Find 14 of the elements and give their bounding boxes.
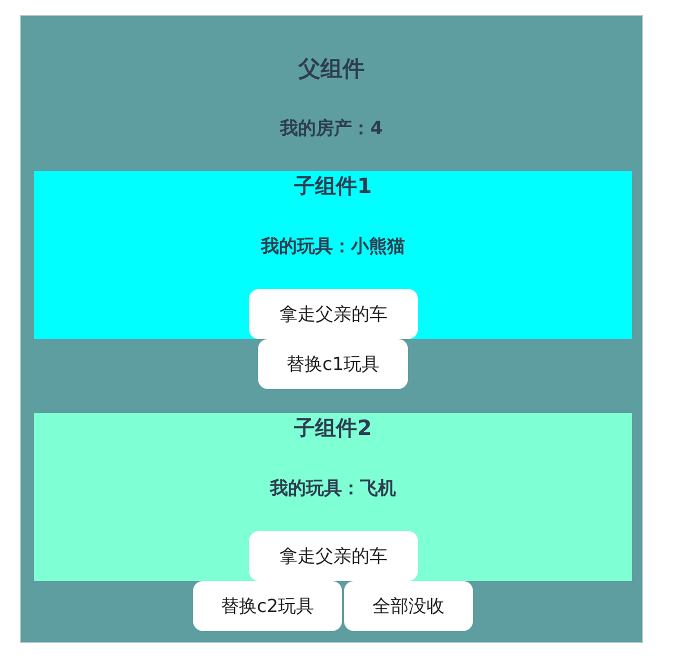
toy-text: 我的玩具：小熊猫 (261, 235, 405, 258)
child-panel (34, 171, 632, 339)
parent-panel (20, 15, 643, 643)
panel-heading: 父组件 (298, 56, 364, 84)
toy-text: 我的玩具：飞机 (270, 477, 396, 500)
child-panel (34, 413, 632, 581)
confiscate-all-button: 全部没收 (344, 581, 473, 631)
panel-heading: 子组件2 (294, 415, 372, 442)
take-car-button: 拿走父亲的车 (249, 531, 418, 581)
replace-toy-button: 替换c2玩具 (193, 581, 342, 631)
take-car-button: 拿走父亲的车 (249, 289, 418, 339)
replace-toy-button: 替换c1玩具 (258, 339, 408, 389)
property-text: 我的房产：4 (280, 117, 383, 140)
panel-heading: 子组件1 (294, 173, 372, 200)
